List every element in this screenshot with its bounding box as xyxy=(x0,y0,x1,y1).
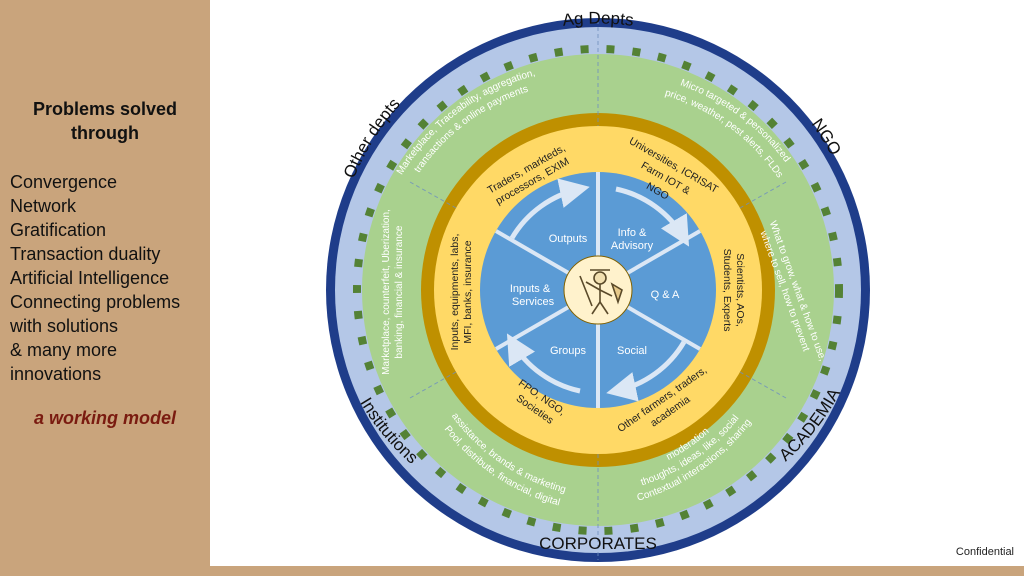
sidebar-title-line2: through xyxy=(71,123,139,143)
sidebar-item: & many more xyxy=(10,340,118,360)
outer-label-top: Ag Depts xyxy=(561,8,634,29)
outer-label-bottom: CORPORATES xyxy=(539,534,657,553)
confidential-label: Confidential xyxy=(955,546,1014,558)
blue-label-groups: Groups xyxy=(550,345,587,357)
sidebar-title-line1: Problems solved xyxy=(32,99,178,119)
yellow-text-left-2: MFI, banks, insurance xyxy=(462,240,474,343)
blue-label-inputs-1: Inputs & xyxy=(510,283,551,295)
green-ring-dashes xyxy=(353,45,843,535)
blue-label-social: Social xyxy=(617,345,647,357)
center-circle xyxy=(563,255,633,325)
sidebar-tagline: a working model xyxy=(33,408,177,428)
yellow-text-right-1: Scientists, AOs, xyxy=(734,253,746,327)
sidebar-item: Artificial Intelligence xyxy=(10,268,170,288)
blue-label-info-2: Advisory xyxy=(611,240,654,252)
sector-dividers xyxy=(409,20,787,560)
sidebar-panel: Problems solved through Convergence Netw… xyxy=(0,0,210,576)
sidebar-item: Transaction duality xyxy=(10,244,161,264)
yellow-text-left-1: Inputs, equipments, labs, xyxy=(449,234,461,351)
blue-label-qa: Q & A xyxy=(651,289,680,301)
farmer-with-tools-icon xyxy=(579,269,623,315)
sidebar-item: Connecting problems xyxy=(10,292,181,312)
sidebar-item: Convergence xyxy=(10,172,118,192)
blue-arrows xyxy=(506,178,690,402)
sidebar-item: Gratification xyxy=(10,220,107,240)
sidebar-item: innovations xyxy=(10,364,102,384)
blue-label-outputs: Outputs xyxy=(549,233,588,245)
sidebar-title: Problems solved through xyxy=(0,97,210,145)
blue-label-inputs-2: Services xyxy=(512,296,555,308)
sidebar-list: Convergence Network Gratification Transa… xyxy=(10,170,180,386)
yellow-text-right-2: Students, Experts xyxy=(721,249,733,332)
green-text-left-2: banking, financial & insurance xyxy=(394,225,405,358)
bottom-bar xyxy=(210,566,1024,576)
blue-label-info-1: Info & xyxy=(618,227,647,239)
sidebar-item: with solutions xyxy=(10,316,119,336)
sidebar-item: Network xyxy=(10,196,77,216)
green-text-left-1: Marketplace, counterfeit, Uberization, xyxy=(381,209,392,375)
